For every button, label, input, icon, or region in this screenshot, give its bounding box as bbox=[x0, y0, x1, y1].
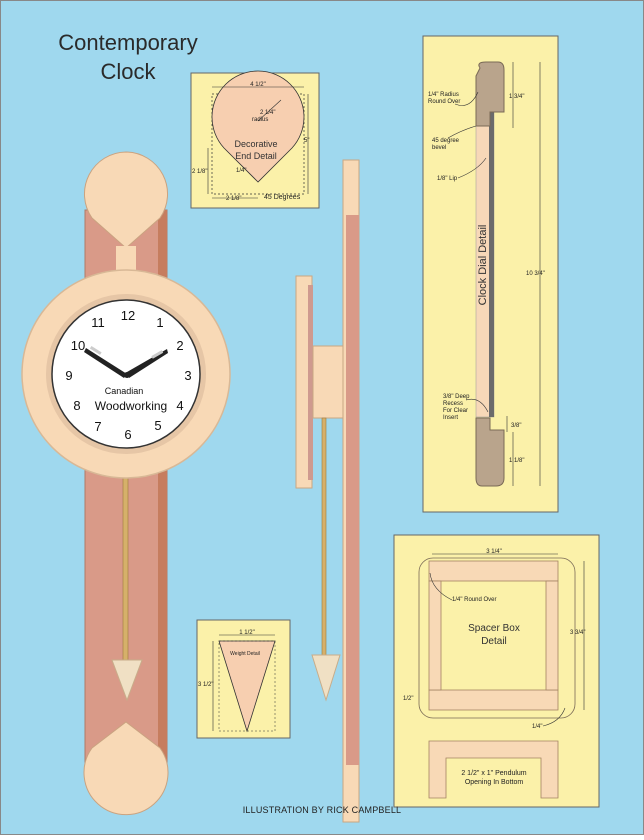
dial-recess-1: 3/8" Deep bbox=[443, 394, 470, 400]
spacer-right bbox=[545, 580, 559, 691]
title-line2: Clock bbox=[100, 59, 156, 84]
end-height-label: 5" bbox=[304, 138, 309, 144]
dial-bottom-dim: 1 1/8" bbox=[509, 458, 524, 464]
numeral-8: 8 bbox=[73, 398, 80, 413]
numeral-10: 10 bbox=[71, 338, 85, 353]
hour-hand-lume bbox=[89, 345, 102, 355]
recess-leader bbox=[465, 398, 489, 413]
spacer-opening-2: Opening In Bottom bbox=[465, 779, 524, 786]
end-left-label: 2 1/8" bbox=[192, 169, 207, 175]
numeral-12: 12 bbox=[121, 308, 135, 323]
dial-round-over2: Round Over bbox=[428, 99, 460, 105]
spacer-opening-1: 2 1/2" x 1" Pendulum bbox=[461, 770, 526, 777]
board-edge bbox=[158, 210, 167, 770]
end-detail-panel: 4 1/2" 2 1/4" radius 5" Decorative End D… bbox=[190, 70, 320, 209]
top-band bbox=[116, 246, 136, 274]
numeral-4: 4 bbox=[176, 398, 183, 413]
side-board-inlay bbox=[346, 215, 359, 765]
dial-bevel2: bevel bbox=[432, 145, 446, 151]
end-radius-label: 2 1/4" bbox=[260, 110, 275, 116]
minute-hand bbox=[127, 349, 168, 378]
end-width-label: 4 1/2" bbox=[250, 82, 265, 88]
numeral-11: 11 bbox=[91, 315, 105, 330]
spacer-outline bbox=[418, 557, 576, 719]
side-pendulum-rod bbox=[321, 417, 327, 659]
clock-front-view: 12 1 2 3 4 5 6 7 8 9 10 11 Canadian Wood… bbox=[21, 151, 231, 816]
bottom-decorative-end bbox=[83, 721, 169, 816]
side-dial-edge bbox=[308, 285, 313, 480]
spacer-corner-dim: 1/4" bbox=[532, 724, 542, 730]
hour-hand bbox=[84, 348, 127, 378]
end-caption-1: Decorative bbox=[234, 139, 277, 149]
spacer-caption-1: Spacer Box bbox=[468, 623, 520, 634]
pendulum-weight bbox=[111, 659, 143, 702]
spacer-left-dim: 1/2" bbox=[403, 696, 413, 702]
radius-line bbox=[257, 99, 282, 122]
title-line1: Contemporary bbox=[58, 30, 198, 55]
brand-line2: Woodworking bbox=[95, 399, 167, 413]
brand-line1: Canadian bbox=[105, 386, 144, 396]
weight-width: 1 1/2" bbox=[239, 630, 254, 636]
spacer-caption-2: Detail bbox=[481, 636, 507, 647]
minute-hand-lume bbox=[151, 350, 164, 359]
end-detail-shape bbox=[211, 70, 305, 183]
clock-side-view bbox=[295, 159, 360, 823]
end-small-label: 1/4" bbox=[236, 168, 246, 174]
corner-leader bbox=[542, 707, 566, 727]
spacer-round-over: 1/4" Round Over bbox=[452, 597, 497, 603]
spacer-height: 3 3/4" bbox=[570, 630, 585, 636]
weight-height: 3 1/2" bbox=[198, 682, 213, 688]
numeral-9: 9 bbox=[65, 368, 72, 383]
dial-bottom-section bbox=[475, 417, 505, 487]
numeral-2: 2 bbox=[176, 338, 183, 353]
numeral-5: 5 bbox=[154, 418, 161, 433]
dial-lip: 1/8" Lip bbox=[437, 176, 458, 182]
lip-leader bbox=[457, 157, 487, 179]
illustration-credit: ILLUSTRATION BY RICK CAMPBELL bbox=[242, 805, 402, 815]
hand-hub bbox=[124, 372, 130, 378]
dial-recess bbox=[489, 112, 494, 417]
spacer-bottom-view bbox=[428, 740, 559, 799]
bevel-leader bbox=[447, 125, 477, 139]
numeral-7: 7 bbox=[94, 419, 101, 434]
dial-round-over: 1/4" Radius bbox=[428, 92, 459, 98]
end-radius-word: radius bbox=[252, 117, 268, 123]
end-angle-label: 45 Degrees bbox=[264, 194, 301, 201]
spacer-bottom bbox=[428, 689, 559, 711]
side-pendulum-weight bbox=[311, 654, 341, 702]
dial-recess-dim: 3/8" bbox=[511, 423, 521, 429]
end-bottom-label: 2 1/8" bbox=[226, 196, 241, 202]
dial-recess-4: Insert bbox=[443, 415, 458, 421]
dial-top-section bbox=[475, 61, 505, 127]
dial-total-dim: 10 3/4" bbox=[526, 271, 545, 277]
dial-caption: Clock Dial Detail bbox=[477, 225, 489, 306]
numeral-3: 3 bbox=[184, 368, 191, 383]
dial-bevel: 45 degree bbox=[432, 138, 460, 144]
spacer-width: 3 1/4" bbox=[486, 549, 501, 555]
weight-bounds bbox=[218, 640, 276, 732]
weight-detail-panel: 1 1/2" 3 1/2" Weight Detail bbox=[196, 619, 291, 739]
end-caption-2: End Detail bbox=[235, 151, 277, 161]
pendulum-rod bbox=[122, 469, 129, 666]
spacer-detail-panel: 3 1/4" 3 3/4" 1/4" Round Over Spacer Box… bbox=[393, 534, 600, 808]
spacer-left bbox=[428, 580, 442, 691]
round-over-leader bbox=[454, 91, 479, 106]
numeral-6: 6 bbox=[124, 427, 131, 442]
spacer-round-leader bbox=[429, 572, 453, 601]
dial-detail-panel: Clock Dial Detail 1/4" Radius Round Over… bbox=[422, 35, 559, 513]
dial-recess-2: Recess bbox=[443, 401, 463, 407]
numeral-1: 1 bbox=[156, 315, 163, 330]
side-spacer-box bbox=[312, 345, 344, 419]
spacer-top bbox=[428, 560, 559, 582]
dial-recess-3: For Clear bbox=[443, 408, 468, 414]
page-title: Contemporary Clock bbox=[48, 28, 208, 86]
dial-top-dim: 1 3/4" bbox=[509, 94, 524, 100]
weight-caption: Weight Detail bbox=[230, 651, 260, 657]
